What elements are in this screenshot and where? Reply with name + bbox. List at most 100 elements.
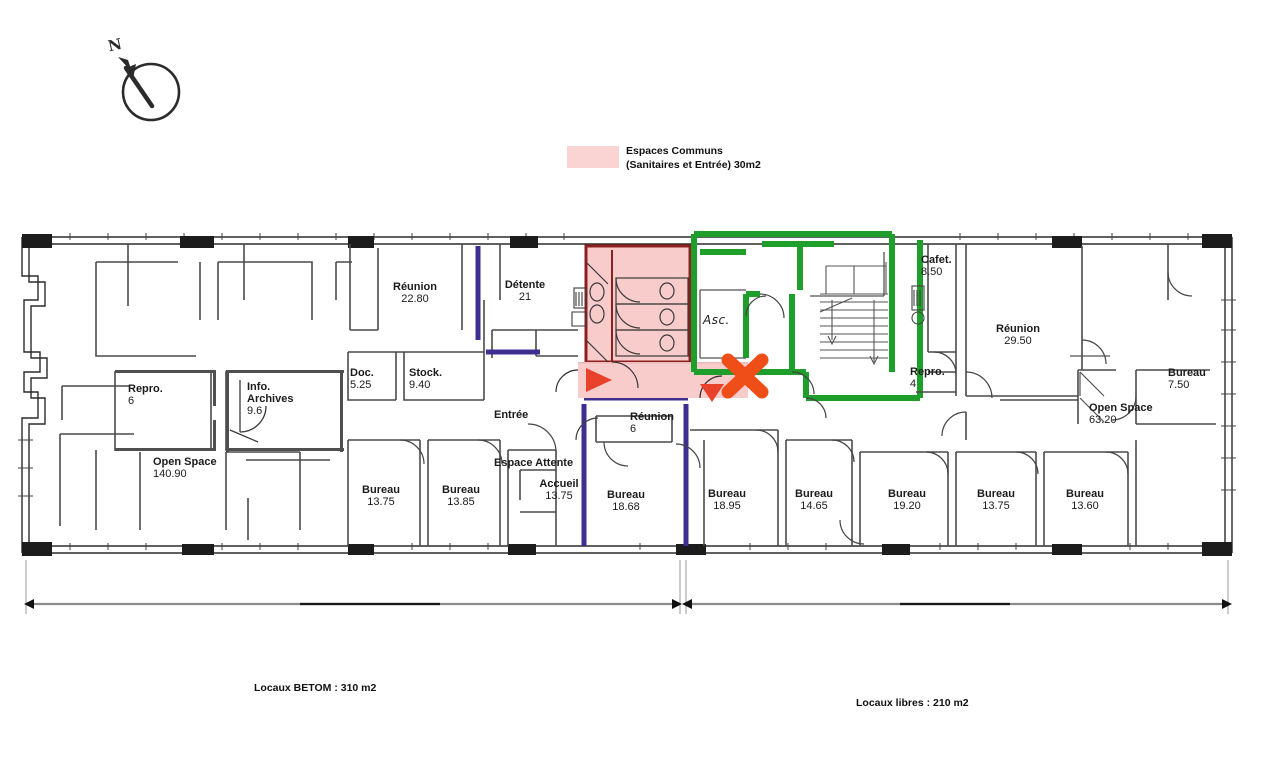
room-area: 9.6: [247, 405, 263, 417]
room-area: 13.75: [367, 496, 395, 508]
room-area: 13.60: [1071, 500, 1099, 512]
room-name: Bureau: [977, 488, 1015, 500]
room-name-2: Archives: [247, 393, 294, 405]
room-area: 7.50: [1168, 379, 1190, 391]
room-name: Repro.: [910, 366, 945, 378]
legend-text: Espaces Communs (Sanitaires et Entrée) 3…: [626, 144, 761, 172]
room-area: 18.95: [713, 500, 741, 512]
room-name: Doc.: [350, 367, 374, 379]
room-area: 6: [128, 395, 135, 407]
room-name: Bureau: [708, 488, 746, 500]
room-name: Open Space: [1089, 402, 1153, 414]
staircase: [819, 262, 888, 366]
core-thin-walls: [699, 252, 885, 359]
room-name: Repro.: [128, 383, 163, 395]
dimension-line-left: [24, 560, 682, 614]
sink-fixtures: [571, 287, 587, 327]
room-name: Info.: [247, 381, 271, 393]
window-mullions-right: [1221, 299, 1236, 491]
interior-walls-bottom: [347, 415, 1137, 546]
interior-walls-left: [59, 244, 352, 540]
free-area-note: Locaux libres : 210 m2: [856, 697, 969, 709]
room-name: Bureau: [888, 488, 926, 500]
room-name: Réunion: [630, 411, 674, 423]
room-area: 6: [630, 423, 637, 435]
right-block-doors: [933, 271, 1193, 437]
room-area: 5.25: [350, 379, 372, 391]
room-area: 8.50: [921, 266, 943, 278]
entrance-label-line-1: Entrée: [494, 408, 529, 421]
bottom-room-doors: [399, 417, 1129, 545]
room-area: 9.40: [409, 379, 431, 391]
room-area: 13.75: [982, 500, 1010, 512]
room-area: 29.50: [1004, 335, 1032, 347]
toilet-fixtures: [585, 250, 689, 363]
green-core-walls: [691, 231, 923, 401]
interior-wall-fills-left: [115, 370, 344, 452]
room-label-repro-right: Repro.4: [910, 366, 945, 390]
entrance-label-line-2: Espace Attente: [494, 456, 574, 469]
legend-line-1: Espaces Communs: [626, 145, 723, 157]
legend-swatch: [567, 146, 619, 168]
interior-walls-right: [916, 244, 1216, 440]
window-mullions-left: [18, 439, 33, 497]
room-name: Réunion: [996, 323, 1040, 335]
room-name: Bureau: [442, 484, 480, 496]
room-name: Détente: [504, 279, 546, 291]
room-name: Bureau: [362, 484, 400, 496]
open-space-right-partitions: [1070, 355, 1110, 423]
room-label-repro-left: Repro.6: [128, 383, 163, 407]
room-area: 63.20: [1089, 414, 1117, 426]
room-name: Bureau: [1168, 367, 1206, 379]
room-area: 4: [910, 378, 917, 390]
archives-detail: [229, 380, 267, 443]
room-label-stock: Stock.9.40: [409, 367, 442, 391]
room-name: Cafet.: [921, 254, 952, 266]
room-label-doc: Doc.5.25: [350, 367, 374, 391]
room-name: Bureau: [607, 489, 645, 501]
dimension-line-right: [682, 560, 1232, 614]
north-arrow-icon: [118, 57, 181, 122]
arrow-marker-down: [700, 384, 724, 402]
room-area: 140.90: [153, 468, 187, 480]
room-area: 21: [518, 291, 532, 303]
room-name: Stock.: [409, 367, 443, 379]
room-name: Bureau: [795, 488, 833, 500]
arrow-marker-left: [586, 368, 612, 392]
legend-line-2: (Sanitaires et Entrée) 30m2: [626, 159, 761, 172]
room-area: 19.20: [893, 500, 921, 512]
room-area: 13.85: [447, 496, 475, 508]
window-mullions-bottom: [69, 543, 1169, 550]
room-area: 13.75: [545, 490, 573, 502]
core-doors: [745, 293, 827, 419]
room-name: Bureau: [1066, 488, 1104, 500]
elevator-label: Asc.: [703, 313, 730, 327]
cafeteria-fixtures: [911, 285, 925, 325]
structural-columns: [22, 234, 1232, 556]
room-name: Réunion: [393, 281, 437, 293]
interior-walls-center-left: [347, 244, 578, 401]
room-label-cafet: Cafet.8.50: [921, 254, 952, 278]
room-name: Accueil: [539, 478, 579, 490]
betom-area-note: Locaux BETOM : 310 m2: [254, 682, 377, 694]
room-area: 18.68: [612, 501, 640, 513]
